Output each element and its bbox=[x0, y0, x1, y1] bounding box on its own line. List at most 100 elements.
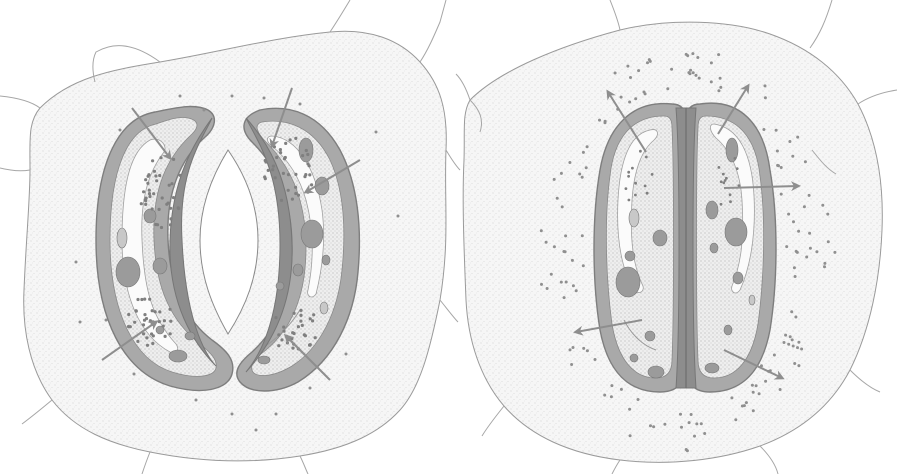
ion-dot bbox=[719, 86, 722, 89]
ion-dot bbox=[287, 173, 290, 176]
ion-dot bbox=[145, 197, 148, 200]
ion-dot bbox=[568, 161, 571, 164]
ion-dot bbox=[169, 332, 172, 335]
ion-dot bbox=[291, 331, 294, 334]
ion-dot bbox=[286, 341, 289, 344]
ion-dot bbox=[628, 101, 631, 104]
ion-dot bbox=[203, 109, 206, 112]
ion-dot bbox=[277, 344, 280, 347]
ion-dot bbox=[695, 422, 698, 425]
ion-dot bbox=[646, 192, 649, 195]
ion-dot bbox=[730, 396, 733, 399]
ion-dot bbox=[628, 408, 631, 411]
ion-dot bbox=[553, 245, 556, 248]
ion-dot bbox=[663, 423, 666, 426]
ion-dot bbox=[345, 353, 348, 356]
ion-dot bbox=[172, 158, 175, 161]
ion-dot bbox=[719, 77, 722, 80]
ion-dot bbox=[561, 205, 564, 208]
ion-dot bbox=[752, 409, 755, 412]
ion-dot bbox=[284, 156, 287, 159]
ion-dot bbox=[569, 348, 572, 351]
ion-dot bbox=[309, 387, 312, 390]
ion-dot bbox=[301, 154, 304, 157]
ion-dot bbox=[779, 388, 782, 391]
ion-dot bbox=[586, 145, 589, 148]
ion-dot bbox=[153, 170, 156, 173]
ion-dot bbox=[666, 87, 669, 90]
ion-dot bbox=[294, 186, 297, 189]
ion-dot bbox=[169, 217, 172, 220]
ion-dot bbox=[780, 193, 783, 196]
ion-dot bbox=[720, 203, 723, 206]
ion-dot bbox=[745, 401, 748, 404]
ion-dot bbox=[815, 250, 818, 253]
ion-dot bbox=[310, 183, 313, 186]
ion-dot bbox=[791, 155, 794, 158]
ion-dot bbox=[127, 313, 130, 316]
ion-dot bbox=[571, 259, 574, 262]
ion-dot bbox=[572, 346, 575, 349]
ion-dot bbox=[729, 200, 732, 203]
ion-dot bbox=[649, 424, 652, 427]
ion-dot bbox=[293, 312, 296, 315]
ion-dot bbox=[133, 321, 136, 324]
ion-dot bbox=[282, 326, 285, 329]
ion-dot bbox=[764, 96, 767, 99]
ion-dot bbox=[280, 199, 283, 202]
ion-dot bbox=[758, 392, 761, 395]
ion-dot bbox=[821, 204, 824, 207]
ion-dot bbox=[598, 119, 601, 122]
ion-dot bbox=[294, 137, 297, 140]
ion-dot bbox=[105, 319, 108, 322]
ion-dot bbox=[582, 151, 585, 154]
ion-dot bbox=[785, 245, 788, 248]
ion-dot bbox=[311, 319, 314, 322]
ion-dot bbox=[581, 234, 584, 237]
ion-dot bbox=[627, 175, 630, 178]
ion-dot bbox=[119, 129, 122, 132]
ion-dot bbox=[289, 138, 292, 141]
ion-dot bbox=[720, 180, 723, 183]
ion-dot bbox=[299, 103, 302, 106]
ion-dot bbox=[540, 229, 543, 232]
ion-dot bbox=[164, 335, 167, 338]
ion-dot bbox=[158, 310, 161, 313]
ion-dot bbox=[695, 74, 698, 77]
ion-dot bbox=[146, 344, 149, 347]
ion-dot bbox=[762, 128, 765, 131]
ion-dot bbox=[625, 187, 628, 190]
ion-dot bbox=[297, 325, 300, 328]
ion-dot bbox=[304, 334, 307, 337]
ion-dot bbox=[751, 384, 754, 387]
ion-dot bbox=[717, 53, 720, 56]
ion-dot bbox=[796, 251, 799, 254]
ion-dot bbox=[79, 321, 82, 324]
ion-dot bbox=[734, 418, 737, 421]
ion-dot bbox=[729, 193, 732, 196]
ion-dot bbox=[629, 434, 632, 437]
ion-dot bbox=[634, 182, 637, 185]
ion-dot bbox=[804, 160, 807, 163]
ion-dot bbox=[631, 167, 634, 170]
ion-dot bbox=[282, 330, 285, 333]
ion-dot bbox=[833, 251, 836, 254]
ion-dot bbox=[142, 332, 145, 335]
ion-dot bbox=[275, 156, 278, 159]
ion-dot bbox=[644, 92, 647, 95]
ion-dot bbox=[787, 213, 790, 216]
ion-dot bbox=[546, 287, 549, 290]
ion-dot bbox=[651, 173, 654, 176]
ion-dot bbox=[231, 413, 234, 416]
ion-dot bbox=[145, 336, 148, 339]
ion-dot bbox=[287, 189, 290, 192]
ion-dot bbox=[144, 203, 147, 206]
ion-dot bbox=[808, 232, 811, 235]
ion-dot bbox=[790, 310, 793, 313]
ion-dot bbox=[563, 296, 566, 299]
ion-dot bbox=[163, 319, 166, 322]
ion-dot bbox=[301, 324, 304, 327]
ion-dot bbox=[796, 346, 799, 349]
ion-dot bbox=[679, 413, 682, 416]
ion-dot bbox=[272, 165, 275, 168]
